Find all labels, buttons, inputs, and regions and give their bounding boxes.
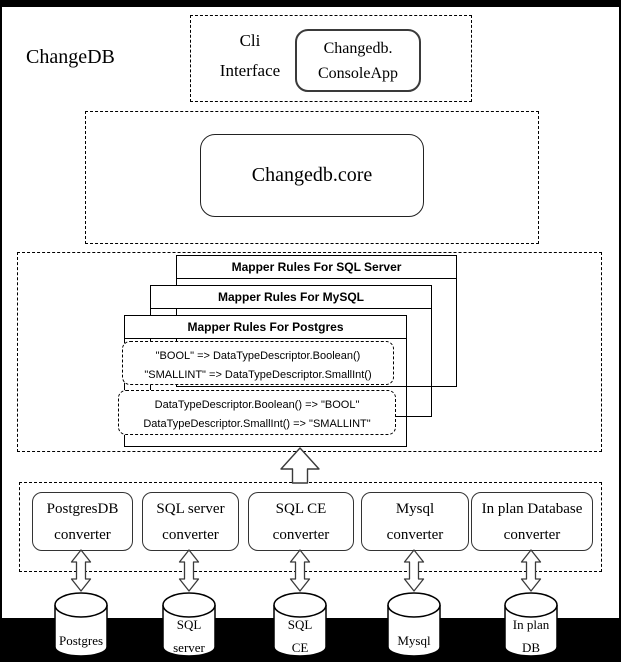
top-black-bar xyxy=(0,0,621,7)
database-label-line: CE xyxy=(291,640,309,655)
mapper-rules-container xyxy=(17,252,602,452)
double-arrow-icon xyxy=(403,549,425,592)
core-label: Changedb.core xyxy=(251,164,373,186)
rule-forward-2: "SMALLINT" => DataTypeDescriptor.SmallIn… xyxy=(144,369,372,381)
database-label-line: SQL xyxy=(176,617,202,632)
consoleapp-line2: ConsoleApp xyxy=(318,64,398,82)
database-label-line: SQL xyxy=(287,617,313,632)
rule-box-reverse: DataTypeDescriptor.Boolean() => "BOOL" D… xyxy=(118,390,396,435)
database-label-sqlserver: SQL server xyxy=(161,613,217,659)
database-label-line: DB xyxy=(521,640,541,655)
double-arrow-icon xyxy=(70,549,92,592)
mapper-box-postgres: Mapper Rules For Postgres xyxy=(124,315,407,447)
up-arrow-icon xyxy=(280,447,320,484)
mapper-title-mysql: Mapper Rules For MySQL xyxy=(151,286,431,309)
cli-label-line2: Interface xyxy=(219,61,281,80)
converter-inplan-line1: In plan Database xyxy=(481,500,583,517)
converter-mysql: Mysql converter xyxy=(361,492,469,551)
double-arrow-icon xyxy=(289,549,311,592)
database-cylinder-sqlce xyxy=(273,592,327,657)
converter-sqlserver: SQL server converter xyxy=(142,492,239,551)
database-label-postgres: Postgres xyxy=(53,629,109,652)
cli-interface-label: Cli Interface xyxy=(200,26,300,86)
mapper-title-sqlserver: Mapper Rules For SQL Server xyxy=(177,256,456,279)
database-label-mysql: Mysql xyxy=(386,629,442,652)
converter-sqlserver-line1: SQL server xyxy=(156,500,225,517)
cli-label-line1: Cli xyxy=(239,31,261,50)
rule-reverse-1: DataTypeDescriptor.Boolean() => "BOOL" xyxy=(154,399,360,411)
database-cylinder-inplan xyxy=(504,592,558,657)
converter-mysql-line2: converter xyxy=(386,526,444,543)
converter-sqlce-line2: converter xyxy=(272,526,330,543)
converter-mysql-line1: Mysql xyxy=(395,500,435,517)
double-arrow-icon xyxy=(178,549,200,592)
database-cylinder-postgres xyxy=(54,592,108,657)
database-cylinder-sqlserver xyxy=(162,592,216,657)
consoleapp-line1: Changedb. xyxy=(323,39,393,57)
cli-interface-container xyxy=(190,15,472,102)
database-label-inplan: In plan DB xyxy=(500,613,562,659)
converter-postgresdb-line2: converter xyxy=(54,526,111,543)
mapper-title-postgres: Mapper Rules For Postgres xyxy=(125,316,406,339)
diagram-title: ChangeDB xyxy=(26,46,115,68)
consoleapp-node: Changedb. ConsoleApp xyxy=(295,29,421,92)
converter-inplan-line2: converter xyxy=(503,526,561,543)
converter-sqlce-line1: SQL CE xyxy=(275,500,327,517)
database-label-line: Postgres xyxy=(58,633,104,648)
rule-box-forward: "BOOL" => DataTypeDescriptor.Boolean() "… xyxy=(122,341,394,385)
converters-container xyxy=(19,482,602,572)
converter-postgresdb: PostgresDB converter xyxy=(32,492,133,551)
converter-inplan: In plan Database converter xyxy=(471,492,593,551)
rule-reverse-2: DataTypeDescriptor.SmallInt() => "SMALLI… xyxy=(143,418,371,430)
database-label-line: server xyxy=(173,640,205,655)
rule-forward-1: "BOOL" => DataTypeDescriptor.Boolean() xyxy=(155,350,361,362)
database-label-sqlce: SQL CE xyxy=(272,613,328,659)
converter-postgresdb-line1: PostgresDB xyxy=(46,500,119,517)
database-label-line: Mysql xyxy=(397,633,431,648)
core-container xyxy=(85,111,539,244)
database-cylinder-mysql xyxy=(387,592,441,657)
converter-sqlce: SQL CE converter xyxy=(248,492,354,551)
database-label-line: In plan xyxy=(512,617,550,632)
core-node: Changedb.core xyxy=(200,134,424,217)
double-arrow-icon xyxy=(520,549,542,592)
converter-sqlserver-line2: converter xyxy=(162,526,219,543)
